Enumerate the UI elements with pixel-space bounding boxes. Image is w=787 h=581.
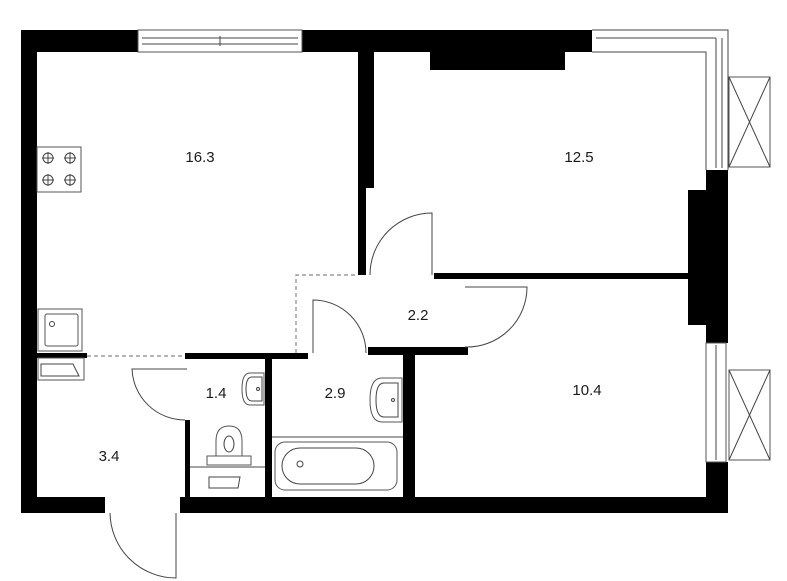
ac-unit-top bbox=[728, 76, 771, 168]
room-area-kitchen-living: 16.3 bbox=[185, 149, 214, 166]
bathroom-sink-icon bbox=[369, 377, 403, 423]
room-area-toilet: 1.4 bbox=[206, 385, 227, 402]
ac-unit-bottom bbox=[728, 369, 771, 461]
door-toilet[interactable] bbox=[131, 368, 187, 421]
bathtub-icon bbox=[272, 436, 403, 491]
door-bathroom[interactable] bbox=[312, 299, 367, 354]
windows bbox=[137, 29, 729, 463]
washing-machine-icon bbox=[37, 357, 85, 381]
zone-line bbox=[295, 274, 358, 353]
stove-icon bbox=[36, 146, 82, 193]
toilet-sink-icon bbox=[241, 372, 265, 406]
door-bedroom[interactable] bbox=[369, 212, 433, 276]
door-room[interactable] bbox=[464, 286, 528, 348]
room-area-entrance-hall: 3.4 bbox=[99, 448, 120, 465]
toilet-icon bbox=[190, 425, 265, 489]
room-area-bedroom: 12.5 bbox=[564, 149, 593, 166]
walls bbox=[21, 30, 728, 513]
room-area-corridor: 2.2 bbox=[408, 307, 429, 324]
window-bedroom bbox=[592, 29, 729, 170]
room-area-room: 10.4 bbox=[572, 382, 601, 399]
kitchen-sink-icon bbox=[37, 308, 83, 352]
door-entrance[interactable] bbox=[109, 512, 177, 579]
room-area-bathroom: 2.9 bbox=[325, 385, 346, 402]
doors bbox=[109, 212, 528, 579]
